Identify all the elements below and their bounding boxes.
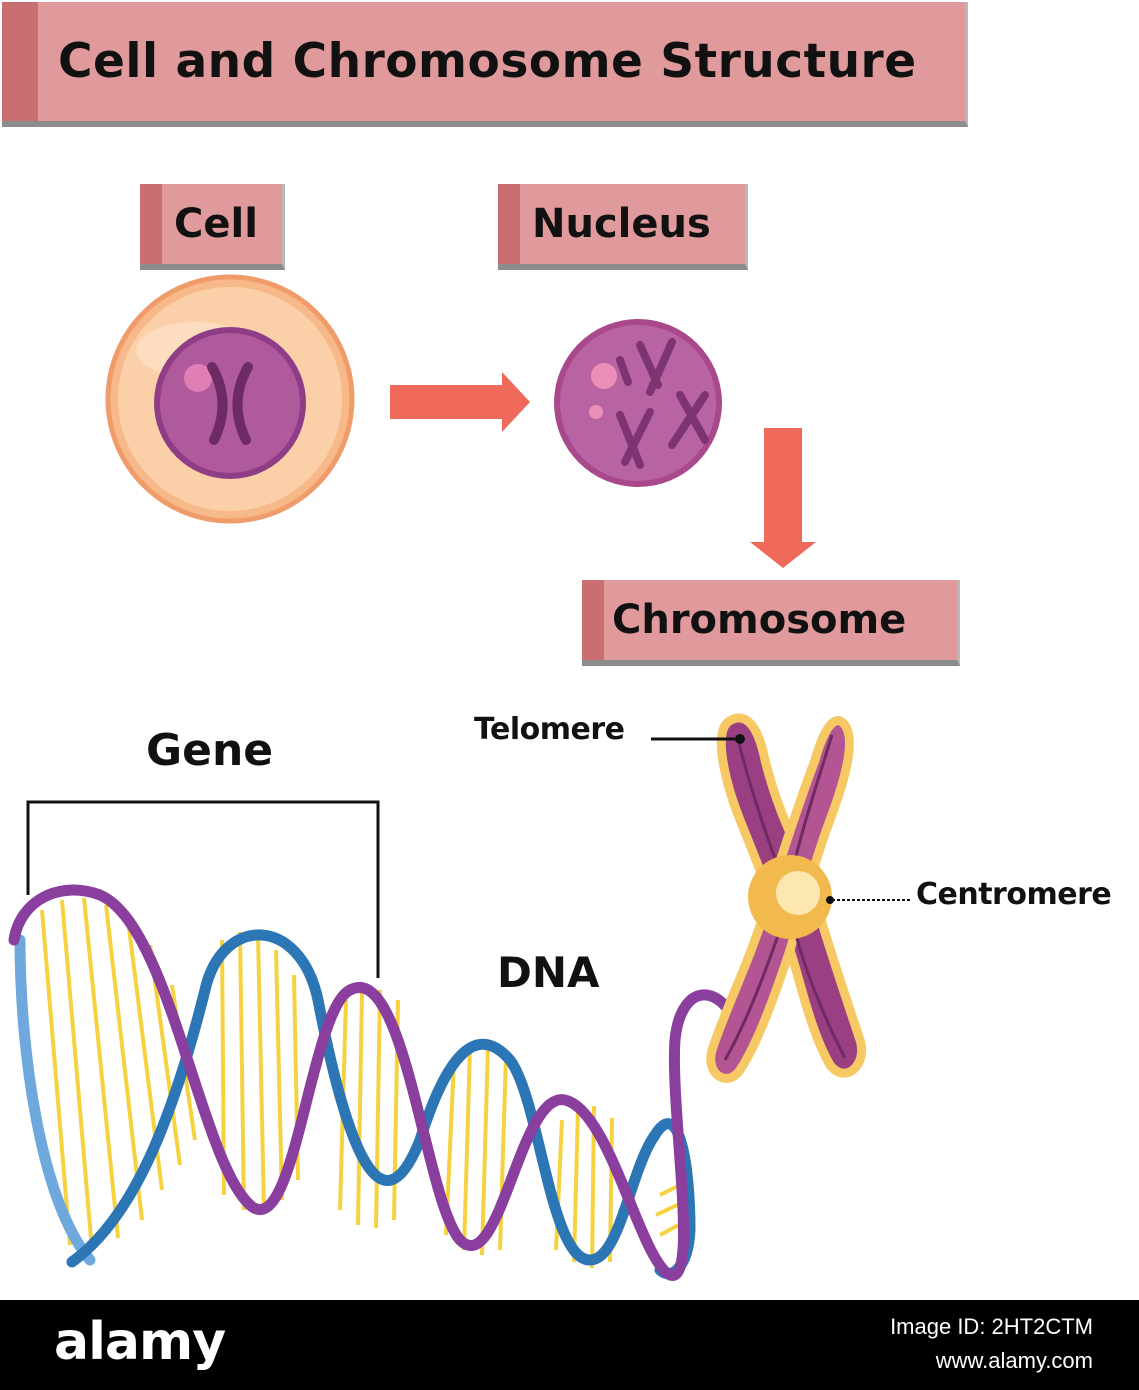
telomere-label: Telomere xyxy=(474,712,625,747)
image-id-text: Image ID: 2HT2CTM xyxy=(890,1314,1093,1339)
chromosome-stage-label: Chromosome xyxy=(612,597,907,643)
alamy-logo: alamy xyxy=(54,1312,226,1372)
footer-url: www.alamy.com xyxy=(935,1348,1093,1373)
centromere-dot xyxy=(826,896,834,904)
nucleus-stage-label: Nucleus xyxy=(532,201,711,247)
flow-arrow-right-icon xyxy=(390,372,530,432)
watermark-footer: alamy Image ID: 2HT2CTM www.alamy.com xyxy=(0,1300,1139,1390)
chromosome-illustration xyxy=(706,713,867,1083)
chromosome-stage-banner: Chromosome xyxy=(582,580,960,666)
page-title: Cell and Chromosome Structure xyxy=(58,34,917,89)
cell-stage-banner: Cell xyxy=(140,184,285,270)
dna-strand-purple xyxy=(8,884,751,1281)
gene-bracket xyxy=(26,800,380,978)
nucleus-illustration xyxy=(554,319,722,487)
dna-strand-light-blue xyxy=(14,934,96,1266)
dna-label: DNA xyxy=(497,948,600,997)
flow-arrow-down-icon xyxy=(750,428,816,568)
cell-stage-label: Cell xyxy=(174,201,258,247)
title-banner: Cell and Chromosome Structure xyxy=(2,2,968,127)
diagram-artwork xyxy=(8,274,912,1281)
gene-label: Gene xyxy=(146,725,274,776)
cell-illustration xyxy=(105,274,355,524)
centromere-label: Centromere xyxy=(916,877,1112,912)
dna-strand-blue xyxy=(66,929,696,1280)
telomere-dot xyxy=(735,734,745,744)
nucleus-stage-banner: Nucleus xyxy=(498,184,748,270)
